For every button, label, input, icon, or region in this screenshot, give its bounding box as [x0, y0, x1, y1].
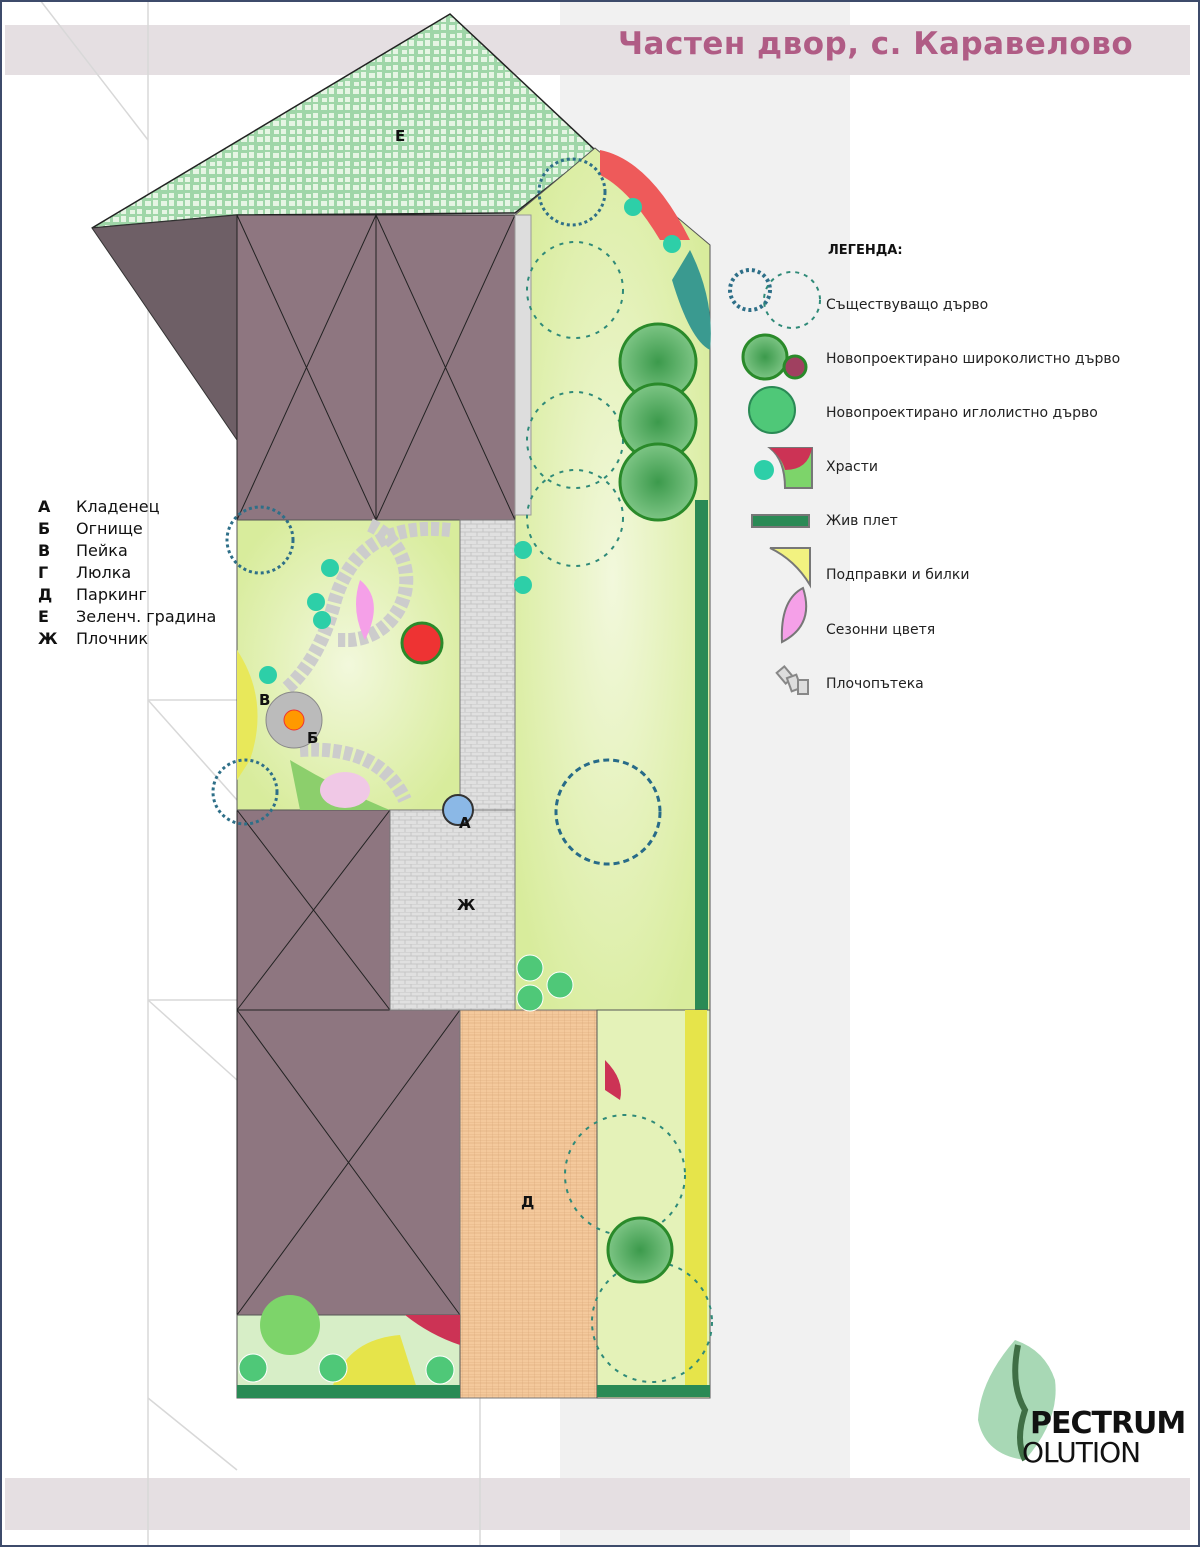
label-well: А [459, 814, 471, 832]
legend-path: Плочопътека [826, 676, 924, 692]
key-letter: Е [38, 607, 49, 626]
key-label: Пейка [76, 541, 128, 560]
key-label: Зеленч. градина [76, 607, 217, 626]
label-parking: Д [521, 1193, 535, 1211]
hedge-icon [751, 514, 810, 528]
logo-text-line2: OLUTION [1022, 1436, 1141, 1469]
deciduous-trees [606, 322, 698, 1284]
page-title: Частен двор, с. Каравелово [618, 26, 1134, 62]
legend-conifer-tree: Новопроектирано иглолистно дърво [826, 405, 1098, 421]
legend-shrubs: Храсти [826, 459, 879, 475]
legend-herbs: Подправки и билки [826, 567, 970, 583]
key-label: Люлка [76, 563, 132, 582]
key-item: Д Паркинг [38, 585, 147, 604]
key-letter: А [38, 497, 51, 516]
hedge [695, 500, 708, 1010]
conifer-trees [238, 954, 574, 1385]
conifer-tree-icon [748, 386, 796, 434]
logo-leaf [978, 1340, 1056, 1462]
key-item: Ж Плочник [38, 629, 148, 648]
key-item: Г Люлка [38, 563, 131, 582]
shrubs [259, 198, 681, 684]
key-item: Б Огнище [38, 519, 143, 538]
existing-tree-icon [728, 268, 772, 312]
key-letter: Д [38, 585, 53, 604]
label-firepit: Б [307, 729, 319, 747]
key-label: Паркинг [76, 585, 147, 604]
legend-existing-tree: Съществуващо дърво [826, 297, 989, 313]
legend-deciduous-tree: Новопроектирано широколистно дърво [826, 351, 1121, 367]
seasonal-flowers-icon [780, 586, 808, 644]
legend-icons [728, 268, 821, 695]
well [442, 794, 474, 826]
legend-heading: ЛЕГЕНДА: [828, 243, 903, 258]
legend-hedge: Жив плет [826, 513, 898, 529]
parking [459, 1009, 598, 1399]
key-label: Плочник [76, 629, 149, 648]
label-pavement: Ж [457, 896, 476, 914]
legend-flowers: Сезонни цветя [826, 622, 936, 638]
key-letter: Г [38, 563, 49, 582]
key-letter: Ж [38, 629, 58, 648]
key-label: Кладенец [76, 497, 160, 516]
logo-text-line1: PECTRUM [1030, 1406, 1186, 1441]
key-letter: Б [38, 519, 51, 538]
key-item: А Кладенец [38, 497, 160, 516]
label-bench: В [259, 691, 271, 709]
key-letter: В [38, 541, 51, 560]
herbs-icon [769, 547, 811, 589]
deciduous-tree-icon [741, 333, 789, 381]
label-vegetable-garden: Е [395, 127, 406, 145]
key-item: Е Зеленч. градина [38, 607, 216, 626]
key-item: В Пейка [38, 541, 128, 560]
stepping-path-icon [775, 665, 809, 695]
key-label: Огнище [76, 519, 143, 538]
